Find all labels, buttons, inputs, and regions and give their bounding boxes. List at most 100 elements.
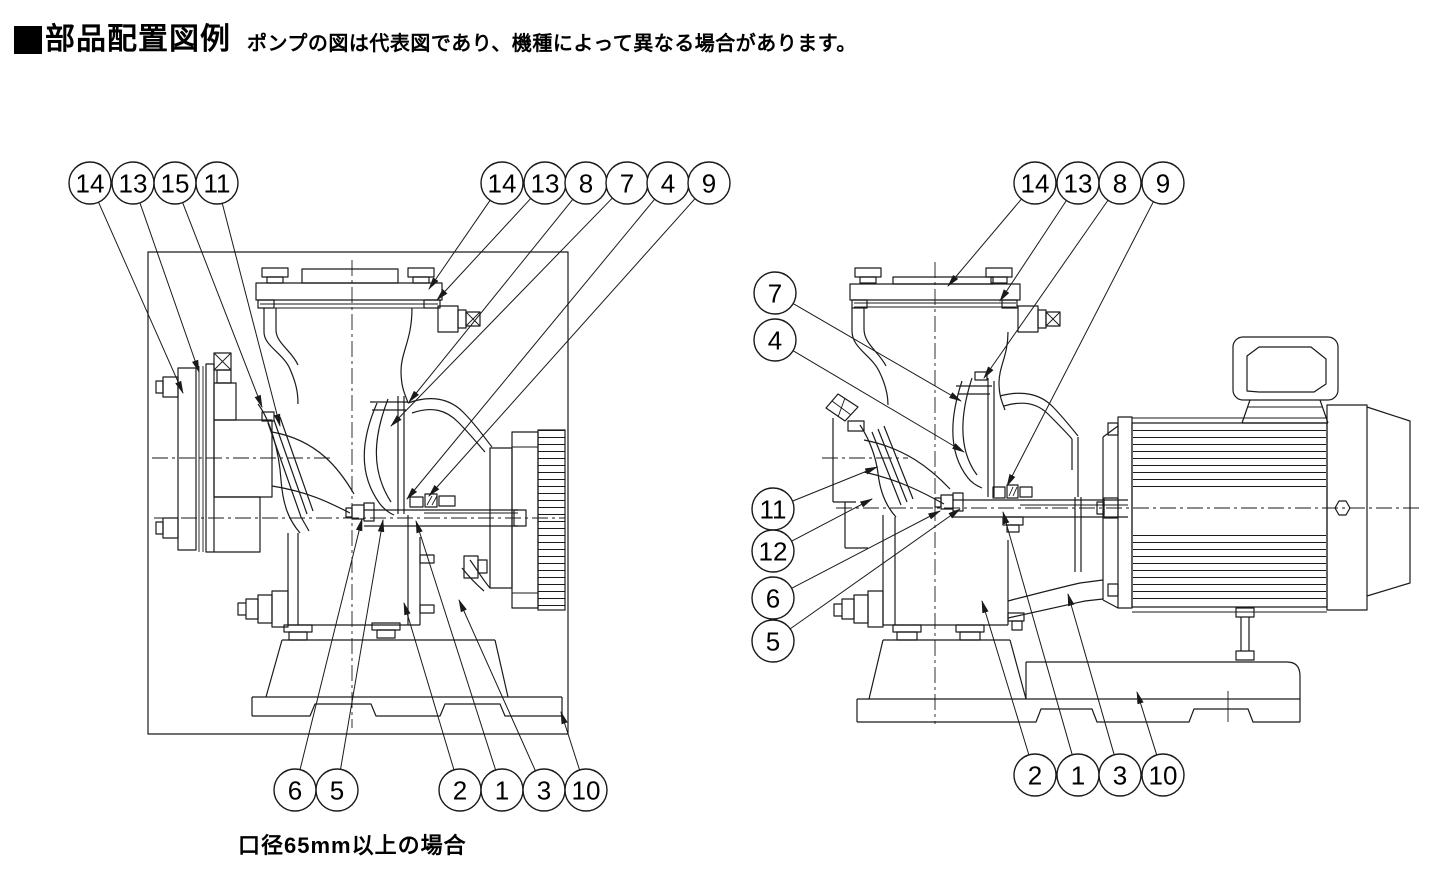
pedestal-bed-right bbox=[856, 639, 1301, 723]
leader-line bbox=[792, 466, 879, 502]
left-pump-drawing bbox=[147, 251, 569, 735]
callout-number: 4 bbox=[768, 325, 782, 355]
leader-line bbox=[340, 518, 385, 770]
leader-line bbox=[792, 350, 965, 453]
callout-balloon-5 bbox=[315, 768, 359, 812]
callout-number: 4 bbox=[661, 168, 675, 198]
callout-number: 13 bbox=[1064, 168, 1093, 198]
callout-number: 5 bbox=[330, 775, 344, 805]
leader-line bbox=[299, 517, 363, 770]
volute-arm-left bbox=[407, 398, 493, 453]
discharge-neck-right bbox=[851, 308, 1009, 411]
callout-balloon-7 bbox=[753, 271, 797, 315]
inlet-cone-right bbox=[863, 439, 951, 505]
terminal-box bbox=[1232, 336, 1339, 424]
leader-line bbox=[1002, 510, 1073, 755]
leader-line bbox=[999, 200, 1067, 302]
leader-line bbox=[1067, 592, 1115, 755]
motor-adapter bbox=[1096, 416, 1133, 609]
leader-line bbox=[791, 498, 873, 542]
leader-line bbox=[983, 199, 1109, 379]
suction-side-right bbox=[825, 393, 914, 549]
leader-line bbox=[792, 303, 962, 402]
callout-number: 8 bbox=[579, 168, 593, 198]
callout-number: 2 bbox=[1028, 760, 1042, 790]
coupling-left bbox=[461, 429, 566, 611]
callout-number: 14 bbox=[1021, 168, 1050, 198]
callout-number: 15 bbox=[161, 168, 190, 198]
pedestal-bed-left bbox=[251, 639, 563, 717]
suction-flange-left bbox=[155, 352, 273, 553]
support-arm-right bbox=[1007, 579, 1104, 619]
callout-number: 12 bbox=[759, 536, 788, 566]
callout-balloon-14 bbox=[480, 161, 524, 205]
leader-line bbox=[428, 198, 696, 497]
lower-casing-right bbox=[882, 515, 1025, 641]
flap-valve-left bbox=[257, 403, 314, 534]
centerlines-right bbox=[822, 262, 1420, 724]
callout-number: 11 bbox=[204, 168, 231, 198]
leader-line bbox=[981, 599, 1030, 756]
callout-number: 14 bbox=[76, 168, 105, 198]
callout-balloon-12 bbox=[751, 529, 795, 573]
callout-number: 8 bbox=[1113, 168, 1127, 198]
drain-plug-left bbox=[237, 590, 289, 628]
leader-line bbox=[428, 200, 491, 290]
motor-support-leg bbox=[1235, 607, 1255, 661]
discharge-flange-left bbox=[255, 267, 443, 309]
callout-balloon-10 bbox=[564, 768, 608, 812]
callout-balloon-11 bbox=[195, 161, 239, 205]
callout-number: 7 bbox=[620, 168, 634, 198]
callout-balloon-8 bbox=[1098, 161, 1142, 205]
drain-plug-right bbox=[833, 590, 884, 628]
shaft-right bbox=[953, 499, 1128, 533]
leader-line bbox=[947, 198, 1022, 287]
callout-number: 14 bbox=[488, 168, 517, 198]
callout-number: 6 bbox=[288, 775, 302, 805]
leader-line bbox=[408, 199, 574, 403]
callout-balloon-9 bbox=[1141, 161, 1185, 205]
callout-number: 11 bbox=[760, 494, 787, 524]
callout-number: 3 bbox=[537, 775, 551, 805]
left-diagram-caption: 口径65mm以上の場合 bbox=[238, 833, 467, 858]
leader-line bbox=[436, 198, 532, 301]
callout-balloon-14 bbox=[68, 161, 112, 205]
callout-number: 9 bbox=[1156, 168, 1170, 198]
lower-casing-left bbox=[283, 515, 435, 641]
callout-number: 5 bbox=[766, 626, 780, 656]
discharge-flange-right bbox=[849, 267, 1021, 309]
leader-line bbox=[403, 601, 455, 771]
callout-number: 13 bbox=[119, 168, 148, 198]
enclosure-box bbox=[147, 251, 569, 735]
discharge-neck-left bbox=[263, 307, 413, 405]
shaft-left bbox=[364, 509, 518, 527]
right-pump-drawing bbox=[822, 262, 1420, 724]
callout-balloon-5 bbox=[751, 619, 795, 663]
volute-arm-right bbox=[999, 392, 1082, 572]
leader-line bbox=[139, 202, 200, 374]
impeller-right bbox=[952, 371, 995, 497]
callout-number: 6 bbox=[766, 583, 780, 613]
callout-number: 1 bbox=[495, 775, 509, 805]
callout-balloon-10 bbox=[1141, 753, 1185, 797]
leader-line bbox=[406, 198, 656, 500]
leader-line bbox=[1006, 201, 1154, 487]
callout-balloon-9 bbox=[687, 161, 731, 205]
callout-number: 7 bbox=[768, 278, 782, 308]
leader-line bbox=[98, 201, 184, 394]
mechanical-seal-left bbox=[409, 493, 456, 508]
leader-line bbox=[789, 508, 961, 630]
callout-number: 1 bbox=[1071, 760, 1085, 790]
centerlines-left bbox=[152, 260, 565, 728]
callout-balloon-3 bbox=[1098, 753, 1142, 797]
callout-balloon-4 bbox=[753, 318, 797, 362]
motor-body bbox=[1131, 404, 1411, 613]
leader-line bbox=[182, 202, 263, 409]
callout-number: 2 bbox=[453, 775, 467, 805]
callout-balloon-14 bbox=[1013, 161, 1057, 205]
impeller-left bbox=[363, 396, 408, 516]
mechanical-seal-right bbox=[992, 484, 1033, 499]
leader-line bbox=[415, 519, 497, 771]
priming-plug-left bbox=[437, 305, 481, 333]
